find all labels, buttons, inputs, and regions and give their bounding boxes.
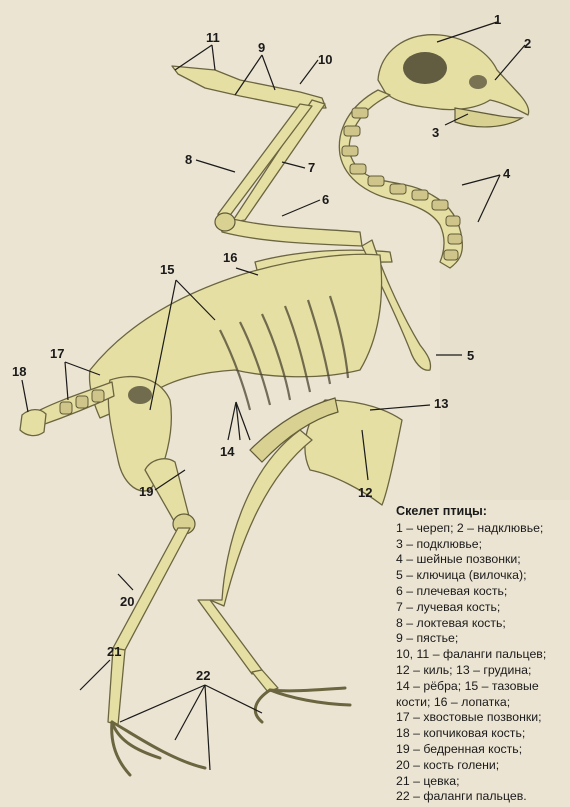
label-7: 7 <box>308 160 315 175</box>
label-19: 19 <box>139 484 153 499</box>
label-4: 4 <box>503 166 511 181</box>
legend-line: 6 – плечевая кость; <box>396 584 568 600</box>
label-12: 12 <box>358 485 372 500</box>
label-18: 18 <box>12 364 26 379</box>
label-15: 15 <box>160 262 174 277</box>
label-10: 10 <box>318 52 332 67</box>
legend-line: 9 – пястье; <box>396 631 568 647</box>
legend-line: 19 – бедренная кость; <box>396 742 568 758</box>
label-16: 16 <box>223 250 237 265</box>
legend-line: 5 – ключица (вилочка); <box>396 568 568 584</box>
legend-line: 22 – фаланги пальцев. <box>396 789 568 805</box>
label-11: 11 <box>206 30 220 45</box>
legend-line: 18 – копчиковая кость; <box>396 726 568 742</box>
legend-line: 1 – череп; 2 – надклювье; <box>396 521 568 537</box>
legend-line: 10, 11 – фаланги пальцев; <box>396 647 568 663</box>
legend-line: 17 – хвостовые позвонки; <box>396 710 568 726</box>
label-8: 8 <box>185 152 192 167</box>
label-20: 20 <box>120 594 134 609</box>
legend-line: 20 – кость голени; <box>396 758 568 774</box>
legend-line: 4 – шейные позвонки; <box>396 552 568 568</box>
legend-line: 12 – киль; 13 – грудина; <box>396 663 568 679</box>
label-14: 14 <box>220 444 235 459</box>
legend-line: 7 – лучевая кость; <box>396 600 568 616</box>
label-3: 3 <box>432 125 439 140</box>
label-9: 9 <box>258 40 265 55</box>
legend-title: Скелет птицы: <box>396 504 568 520</box>
legend-line: кости; 16 – лопатка; <box>396 695 568 711</box>
label-22: 22 <box>196 668 210 683</box>
label-6: 6 <box>322 192 329 207</box>
label-21: 21 <box>107 644 121 659</box>
legend-line: 14 – рёбра; 15 – тазовые <box>396 679 568 695</box>
legend-line: 8 – локтевая кость; <box>396 616 568 632</box>
legend-line: 21 – цевка; <box>396 774 568 790</box>
legend-line: 3 – подклювье; <box>396 537 568 553</box>
legend: Скелет птицы: 1 – череп; 2 – надклювье; … <box>396 504 568 805</box>
label-13: 13 <box>434 396 448 411</box>
label-1: 1 <box>494 12 501 27</box>
label-17: 17 <box>50 346 64 361</box>
label-2: 2 <box>524 36 531 51</box>
label-5: 5 <box>467 348 474 363</box>
